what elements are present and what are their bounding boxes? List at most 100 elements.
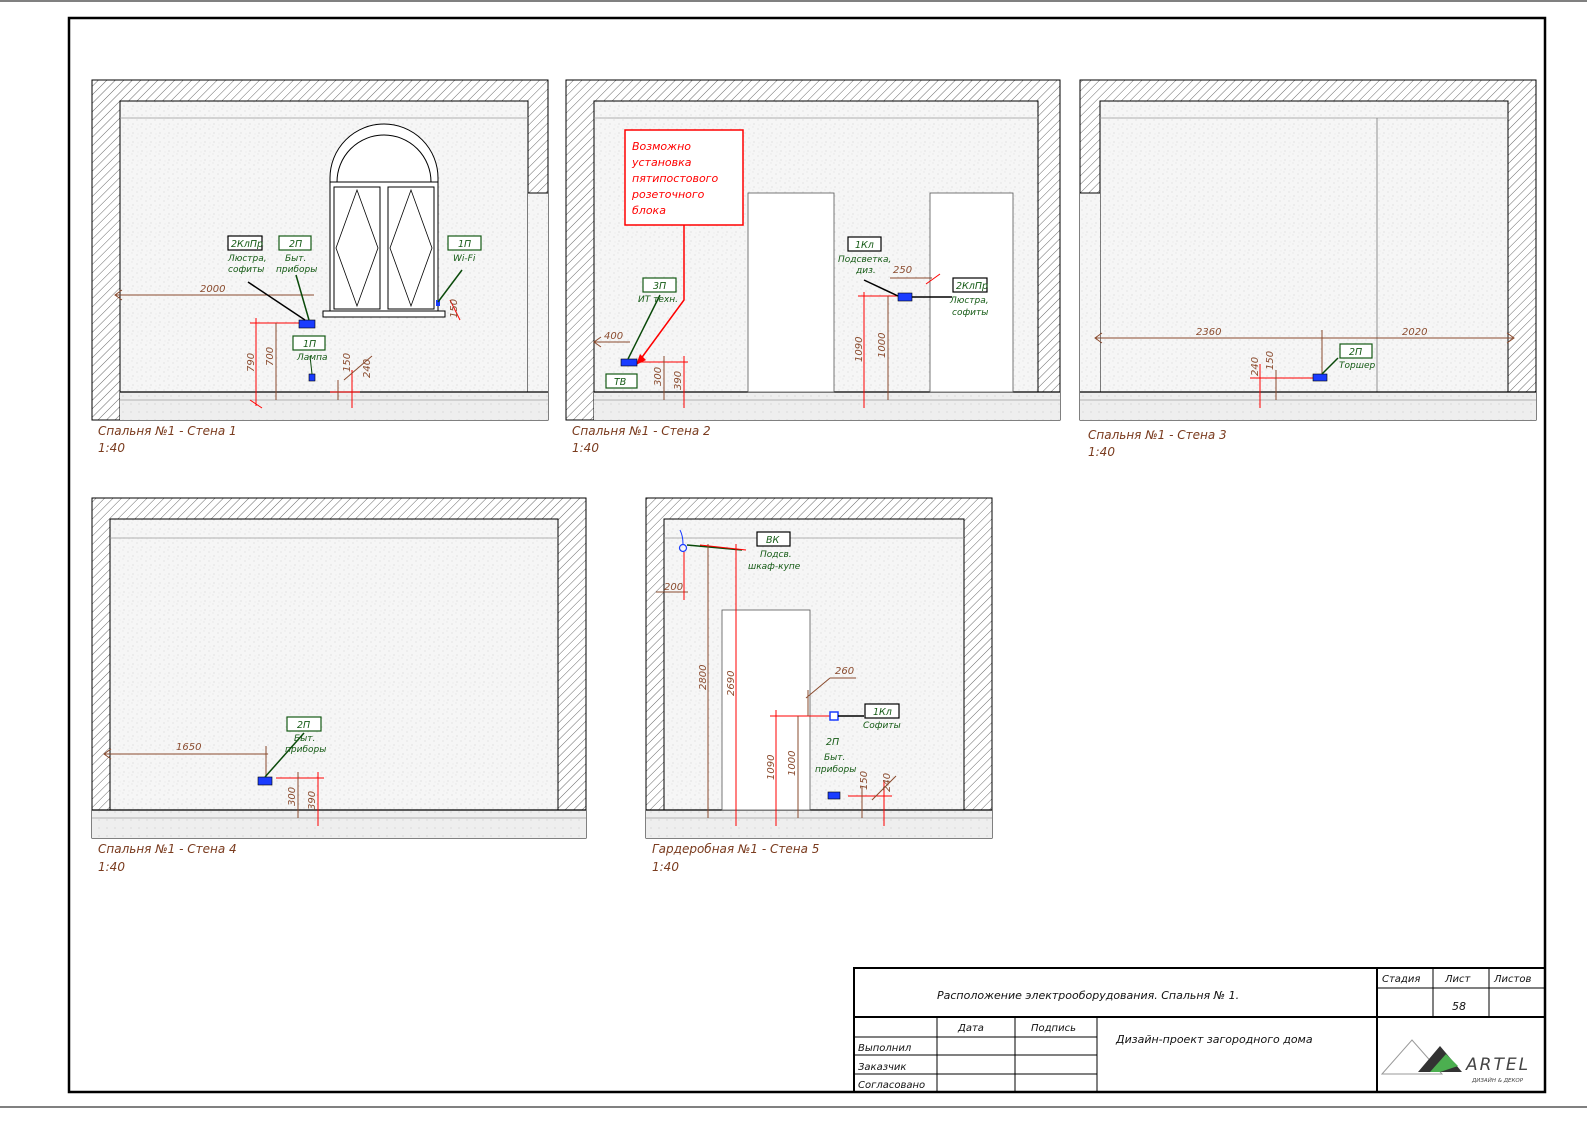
device-label: приборы bbox=[276, 265, 317, 275]
device-tag: 2КлПр bbox=[956, 281, 988, 292]
device-label: Подсветка, bbox=[838, 255, 891, 265]
dim-label: 790 bbox=[246, 353, 257, 372]
dim-label: 1090 bbox=[766, 755, 777, 780]
logo-text: ARTEL bbox=[1465, 1055, 1530, 1075]
dim-label: 240 bbox=[1250, 357, 1261, 376]
device-label: Быт. bbox=[824, 753, 845, 763]
logo-subtitle: ДИЗАЙН & ДЕКОР bbox=[1471, 1077, 1524, 1084]
door bbox=[747, 192, 835, 393]
dim-label: 150 bbox=[342, 353, 353, 372]
view-caption: Спальня №1 - Стена 3 bbox=[1088, 428, 1227, 442]
device-tag: 2П bbox=[1349, 347, 1362, 358]
stage-header: Стадия bbox=[1382, 974, 1420, 985]
dim-label: 2020 bbox=[1402, 327, 1427, 338]
note-line: Возможно bbox=[632, 140, 691, 153]
row-label: Согласовано bbox=[858, 1080, 925, 1091]
dim-label: 150 bbox=[859, 771, 870, 790]
dim-label: 250 bbox=[893, 265, 912, 276]
view-scale: 1:40 bbox=[1088, 445, 1115, 459]
device-tag: 1Кл bbox=[855, 240, 874, 251]
device-label: софиты bbox=[228, 265, 264, 275]
device-label: Лампа bbox=[296, 353, 327, 363]
dim-label: 2000 bbox=[200, 284, 225, 295]
socket-icon bbox=[620, 358, 638, 367]
dim-label: 1090 bbox=[854, 337, 865, 362]
lamp-icon bbox=[678, 543, 688, 553]
device-label: Люстра, bbox=[949, 296, 989, 306]
device-label: ИТ техн. bbox=[638, 295, 678, 305]
device-label: шкаф-купе bbox=[748, 562, 801, 572]
device-tag: 2П bbox=[297, 720, 310, 731]
sheet-number: 58 bbox=[1452, 1000, 1466, 1013]
dim-label: 240 bbox=[362, 359, 373, 378]
dim-label: 400 bbox=[604, 331, 623, 342]
elevation-wall-5: 200 2800 2690 1090 1000 260 150 240 ВК П… bbox=[645, 497, 993, 839]
device-label: Торшер bbox=[1339, 361, 1375, 371]
device-label: Wi-Fi bbox=[453, 254, 476, 264]
dim-label: 2800 bbox=[698, 665, 709, 690]
socket-icon bbox=[298, 319, 316, 329]
socket-icon bbox=[1312, 373, 1328, 382]
socket-icon bbox=[308, 373, 316, 382]
device-tag: ВК bbox=[766, 535, 781, 546]
door bbox=[721, 609, 811, 811]
elevation-wall-2: Возможно установка пятипостового розеточ… bbox=[565, 79, 1061, 421]
device-tag: 3П bbox=[653, 281, 666, 292]
socket-icon bbox=[436, 300, 440, 306]
socket-icon bbox=[257, 776, 273, 786]
switch-icon bbox=[897, 292, 913, 302]
sheet-header: Лист bbox=[1444, 974, 1472, 985]
view-scale: 1:40 bbox=[98, 860, 125, 874]
dim-label: 1000 bbox=[787, 751, 798, 776]
artel-logo: ARTEL ДИЗАЙН & ДЕКОР bbox=[1380, 1039, 1530, 1084]
dim-label: 1000 bbox=[877, 333, 888, 358]
device-tag: 2П bbox=[289, 239, 302, 250]
project-name: Дизайн-проект загородного дома bbox=[1115, 1033, 1313, 1046]
note-line: блока bbox=[632, 204, 666, 217]
elevation-wall-3: 2360 2020 240 150 2П Торшер bbox=[1079, 79, 1537, 421]
title-block bbox=[853, 967, 1546, 1093]
view-caption: Спальня №1 - Стена 1 bbox=[98, 424, 237, 438]
view-scale: 1:40 bbox=[652, 860, 679, 874]
view-caption: Спальня №1 - Стена 2 bbox=[572, 424, 711, 438]
note-line: пятипостового bbox=[632, 172, 718, 185]
elevation-wall-4: 1650 300 390 2П Быт. приборы bbox=[91, 497, 587, 839]
device-label: Подсв. bbox=[760, 550, 792, 560]
arched-window bbox=[322, 123, 446, 318]
device-tag: 2П bbox=[826, 737, 839, 748]
dim-label: 200 bbox=[664, 582, 683, 593]
dim-label: 300 bbox=[653, 367, 664, 386]
dim-label: 1650 bbox=[176, 742, 201, 753]
device-label: Быт. bbox=[294, 734, 315, 744]
view-caption: Спальня №1 - Стена 4 bbox=[98, 842, 237, 856]
signature-header: Подпись bbox=[1031, 1023, 1076, 1034]
device-tag: 2КлПр bbox=[231, 239, 263, 250]
elevation-wall-1: 2000 790 700 150 240 150 2КлПр Люстра, с… bbox=[91, 79, 549, 421]
dim-label: 700 bbox=[265, 347, 276, 366]
device-tag: 1П bbox=[458, 239, 471, 250]
dim-label: 300 bbox=[287, 787, 298, 806]
row-label: Выполнил bbox=[858, 1043, 912, 1054]
note-line: установка bbox=[631, 156, 692, 169]
dim-label: 390 bbox=[307, 791, 318, 810]
dim-label: 390 bbox=[673, 371, 684, 390]
view-caption: Гардеробная №1 - Стена 5 bbox=[652, 842, 819, 856]
device-label: приборы bbox=[815, 765, 856, 775]
socket-icon bbox=[827, 791, 841, 800]
device-tag: 1Кл bbox=[873, 707, 892, 718]
device-label: Люстра, bbox=[227, 254, 267, 264]
drawing-title: Расположение электрооборудования. Спальн… bbox=[937, 989, 1239, 1002]
device-label: приборы bbox=[285, 745, 326, 755]
device-label: Софиты bbox=[863, 721, 901, 731]
row-label: Заказчик bbox=[858, 1062, 906, 1073]
device-label: Быт. bbox=[285, 254, 306, 264]
device-label: диз. bbox=[855, 266, 876, 276]
date-header: Дата bbox=[957, 1023, 984, 1034]
dim-label: 2360 bbox=[1196, 327, 1221, 338]
dim-label: 240 bbox=[882, 773, 893, 792]
dim-label: 150 bbox=[449, 299, 460, 318]
switch-icon bbox=[829, 711, 839, 721]
dim-label: 150 bbox=[1265, 351, 1276, 370]
device-tag: ТВ bbox=[614, 377, 626, 388]
